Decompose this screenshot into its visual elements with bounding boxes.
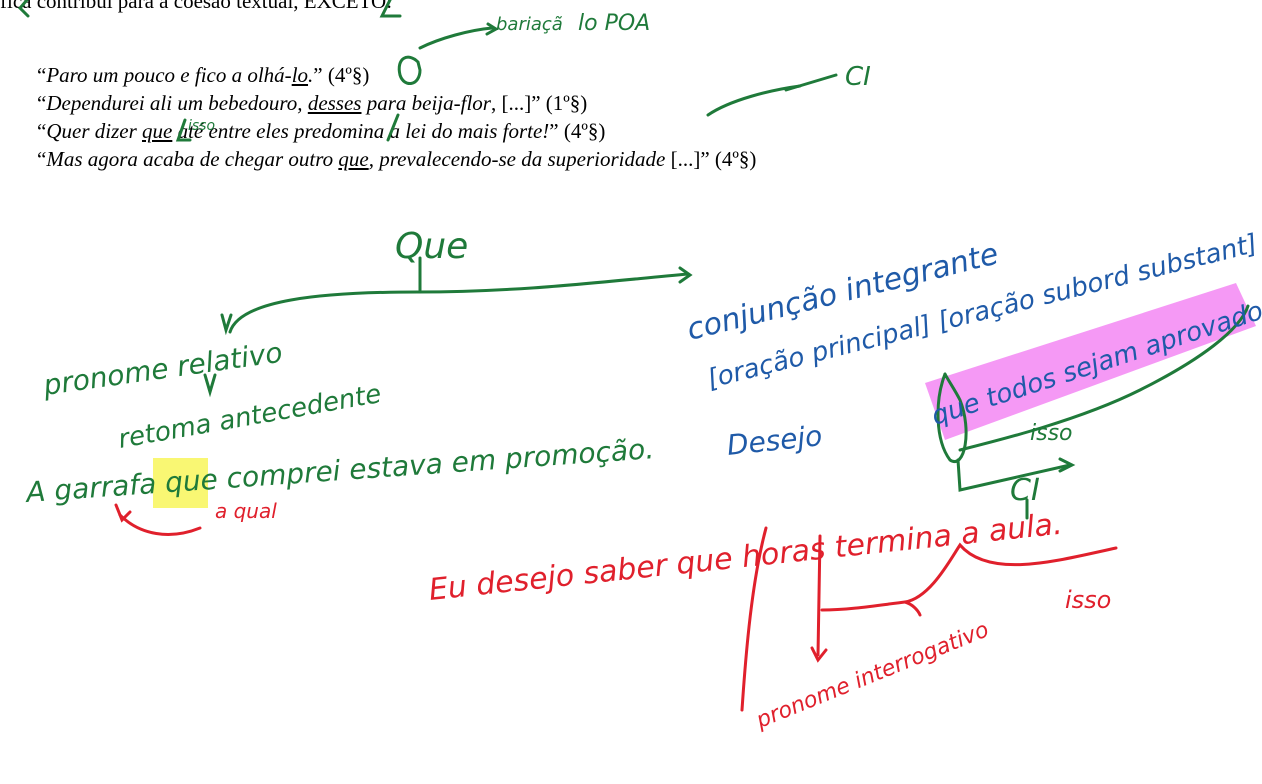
note-a-qual: a qual <box>215 499 277 523</box>
header-fragment: fica contribui para a coesão textual, EX… <box>0 0 393 13</box>
label-pronome-interrogativo: pronome interrogativo <box>752 617 992 734</box>
magenta-highlight <box>925 283 1256 440</box>
label-desejo: Desejo <box>725 419 823 462</box>
example-relative-sentence: A garrafa que comprei estava em promoção… <box>23 432 655 509</box>
note-isso-bottom: isso <box>1065 586 1111 614</box>
quote-1: “Paro um pouco e fico a olhá-lo.” (4º§) <box>37 63 370 87</box>
label-retoma-antecedente: retoma antecedente <box>116 379 384 455</box>
example-interrogative-sentence: Eu desejo saber que horas termina a aula… <box>427 507 1064 608</box>
note-ci-right: CI <box>1010 473 1040 508</box>
quote-2: “Dependurei ali um bebedouro, desses par… <box>37 91 588 115</box>
yellow-highlight <box>153 458 208 508</box>
note-ci-top: CI <box>845 62 871 92</box>
label-pronome-relativo: pronome relativo <box>40 336 284 402</box>
note-bariacao: bariaçã <box>496 14 563 35</box>
note-lo-poa: lo POA <box>578 11 650 36</box>
green-strokes <box>17 0 1250 520</box>
heading-que: Que <box>395 226 468 267</box>
note-isso-above: isso <box>188 118 215 134</box>
red-strokes <box>114 503 1118 712</box>
quote-4: “Mas agora acaba de chegar outro que, pr… <box>37 147 757 171</box>
quote-3: “Quer dizer que até entre eles predomina… <box>37 119 606 143</box>
note-isso-right: isso <box>1030 421 1073 446</box>
handwritten-words: bariaçã lo POA CI isso Que pronome relat… <box>23 11 1262 734</box>
